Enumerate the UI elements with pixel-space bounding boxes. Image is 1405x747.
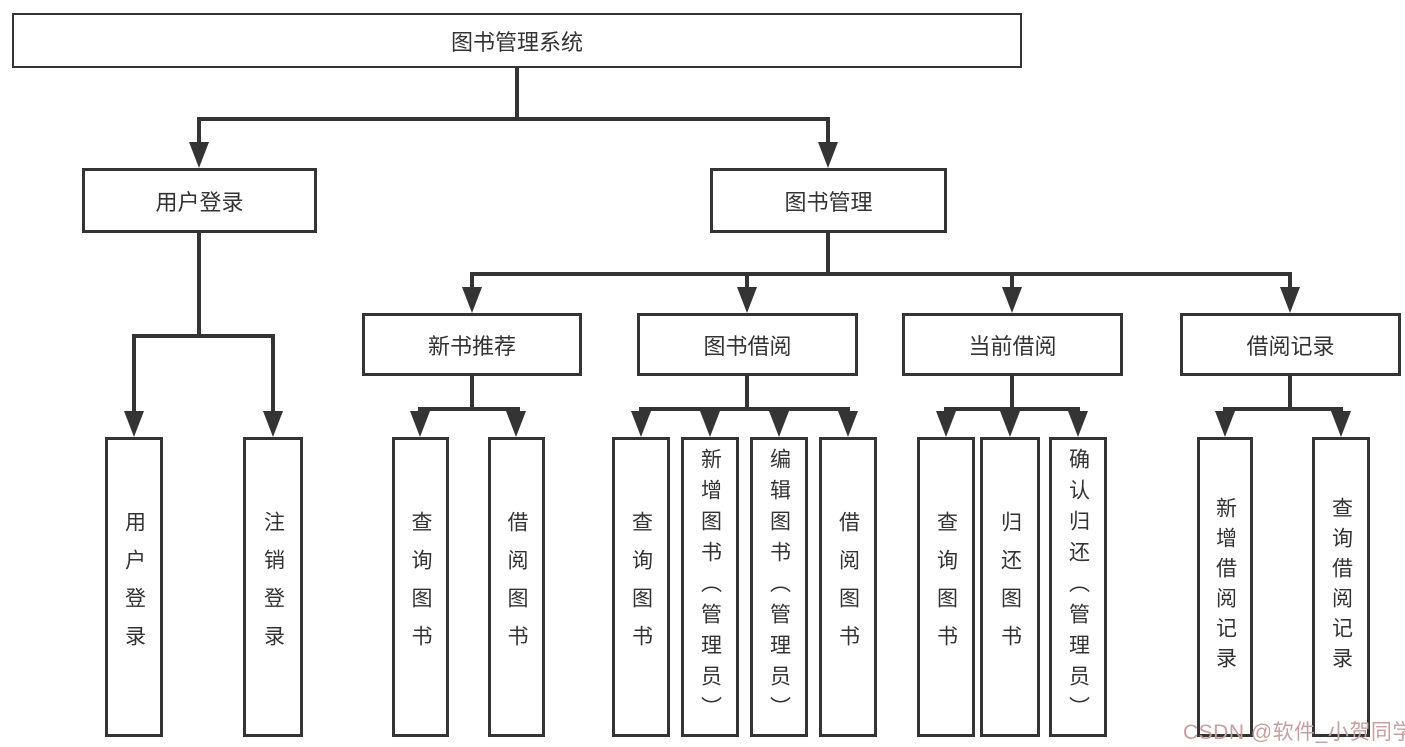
node-label: 确认归还（管理员） bbox=[1066, 447, 1090, 727]
connector-line bbox=[470, 376, 474, 407]
node-label: 编辑图书（管理员） bbox=[767, 447, 791, 727]
arrow-down-icon bbox=[124, 411, 144, 437]
arrow-down-icon bbox=[700, 411, 720, 437]
node-borrowing-records: 借阅记录 bbox=[1180, 313, 1401, 376]
node-label: 用户登录 bbox=[155, 189, 244, 215]
arrow-down-icon bbox=[263, 411, 283, 437]
node-new-book-recommendation: 新书推荐 bbox=[362, 313, 582, 376]
node-current-borrowing: 当前借阅 bbox=[902, 313, 1123, 376]
connector-line bbox=[944, 407, 1080, 411]
connector-line bbox=[132, 334, 275, 338]
node-label: 借阅记录 bbox=[1246, 333, 1335, 359]
arrow-down-icon bbox=[506, 411, 526, 437]
leaf-user-login: 用户登录 bbox=[105, 437, 163, 737]
leaf-recommend-query-books: 查询图书 bbox=[392, 437, 449, 737]
leaf-add-borrow-record: 新增借阅记录 bbox=[1197, 437, 1253, 737]
arrow-down-icon bbox=[769, 411, 789, 437]
connector-line bbox=[418, 407, 520, 411]
node-label: 注销登录 bbox=[261, 511, 285, 663]
arrow-down-icon bbox=[838, 411, 858, 437]
csdn-watermark: CSDN @软件_小贺同学 bbox=[1183, 721, 1405, 744]
arrow-down-icon bbox=[1331, 411, 1351, 437]
connector-line bbox=[826, 117, 830, 144]
arrow-down-icon bbox=[631, 411, 651, 437]
node-label: 新增图书（管理员） bbox=[698, 447, 722, 727]
arrow-down-icon bbox=[936, 411, 956, 437]
arrow-down-icon bbox=[410, 411, 430, 437]
node-label: 图书借阅 bbox=[703, 333, 792, 359]
connector-line bbox=[745, 376, 749, 407]
node-label: 查询图书 bbox=[629, 511, 653, 663]
node-label: 借阅图书 bbox=[505, 511, 528, 663]
connector-line bbox=[826, 233, 830, 272]
connector-line bbox=[1010, 376, 1014, 407]
node-book-borrowing: 图书借阅 bbox=[637, 313, 858, 376]
connector-line bbox=[470, 272, 1292, 276]
connector-line bbox=[1223, 407, 1343, 411]
arrow-down-icon bbox=[1215, 411, 1235, 437]
node-label: 查询图书 bbox=[934, 511, 958, 663]
connector-line bbox=[197, 117, 830, 121]
node-label: 新增借阅记录 bbox=[1213, 497, 1237, 677]
arrow-down-icon bbox=[737, 287, 757, 313]
connector-line bbox=[197, 233, 201, 334]
connector-line bbox=[1288, 376, 1292, 407]
leaf-logout: 注销登录 bbox=[243, 437, 303, 737]
leaf-edit-books-admin: 编辑图书（管理员） bbox=[750, 437, 808, 737]
leaf-query-borrow-record: 查询借阅记录 bbox=[1312, 437, 1370, 737]
connector-line bbox=[1288, 272, 1292, 289]
arrow-down-icon bbox=[1002, 287, 1022, 313]
connector-line bbox=[197, 117, 201, 144]
node-label: 图书管理系统 bbox=[450, 29, 583, 55]
leaf-return-books: 归还图书 bbox=[980, 437, 1040, 737]
node-book-management: 图书管理 bbox=[710, 168, 947, 233]
node-label: 查询借阅记录 bbox=[1329, 497, 1353, 677]
arrow-down-icon bbox=[1000, 411, 1020, 437]
arrow-down-icon bbox=[1068, 411, 1088, 437]
node-label: 归还图书 bbox=[998, 511, 1022, 663]
node-user-login: 用户登录 bbox=[82, 168, 317, 233]
leaf-borrowing-query-books: 查询图书 bbox=[612, 437, 670, 737]
leaf-current-query-books: 查询图书 bbox=[917, 437, 975, 737]
leaf-recommend-borrow-books: 借阅图书 bbox=[488, 437, 545, 737]
arrow-down-icon bbox=[189, 142, 209, 168]
node-label: 新书推荐 bbox=[427, 333, 516, 359]
leaf-confirm-return-admin: 确认归还（管理员） bbox=[1049, 437, 1107, 737]
node-label: 借阅图书 bbox=[836, 511, 860, 663]
node-label: 查询图书 bbox=[409, 511, 432, 663]
arrow-down-icon bbox=[818, 142, 838, 168]
connector-line bbox=[271, 334, 275, 413]
connector-line bbox=[639, 407, 850, 411]
connector-line bbox=[1010, 272, 1014, 289]
arrow-down-icon bbox=[1280, 287, 1300, 313]
connector-line bbox=[132, 334, 136, 413]
connector-line bbox=[745, 272, 749, 289]
node-library-management-system: 图书管理系统 bbox=[12, 13, 1022, 68]
arrow-down-icon bbox=[462, 287, 482, 313]
connector-line bbox=[470, 272, 474, 289]
connector-line bbox=[515, 68, 519, 117]
node-label: 图书管理 bbox=[784, 189, 873, 215]
node-label: 用户登录 bbox=[122, 511, 146, 663]
leaf-borrowing-borrow-books: 借阅图书 bbox=[819, 437, 877, 737]
node-label: 当前借阅 bbox=[968, 333, 1057, 359]
leaf-add-books-admin: 新增图书（管理员） bbox=[681, 437, 739, 737]
